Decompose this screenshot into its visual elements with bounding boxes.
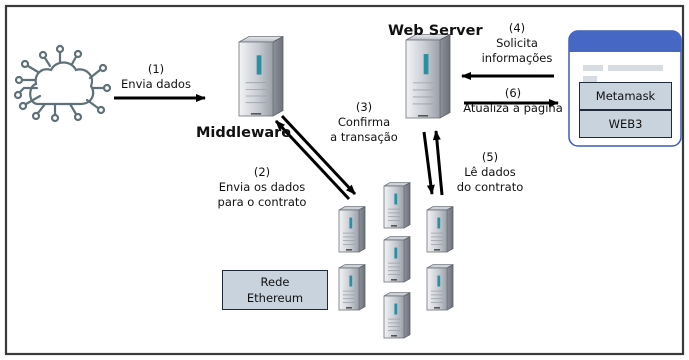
ethereum-node-left-lower	[338, 264, 366, 311]
step-1-text: Envia dados	[121, 77, 191, 91]
step-2-text-line-2: para o contrato	[217, 195, 307, 209]
step-6-text: Atualiza a página	[463, 101, 563, 115]
step-5-text-line-1: Lê dados	[464, 165, 516, 179]
rede-ethereum-box: Rede Ethereum	[222, 270, 328, 310]
ethereum-node-top	[383, 182, 411, 229]
rede-label-line-1: Rede	[260, 275, 290, 289]
metamask-box: Metamask	[579, 82, 672, 110]
ethereum-node-right-lower	[426, 264, 454, 311]
web-server-icon	[405, 33, 451, 119]
step-4-text-line-2: informações	[481, 51, 553, 65]
step-6-number: (6)	[504, 86, 522, 100]
step-4-number: (4)	[508, 21, 526, 35]
metamask-label: Metamask	[595, 89, 656, 103]
step-6-label: (6) Atualiza a página	[461, 86, 565, 116]
step-3-label: (3) Confirma a transação	[324, 100, 404, 145]
middleware-label: Middleware	[196, 125, 292, 141]
web-server-label: Web Server	[388, 23, 483, 39]
middleware-server-icon	[238, 35, 284, 117]
step-3-number: (3)	[355, 100, 373, 114]
web3-label: WEB3	[608, 117, 643, 131]
iot-cloud-icon	[13, 44, 112, 123]
step-5-number: (5)	[481, 150, 499, 164]
arrow-step-5-down	[422, 131, 435, 195]
arrow-step-3	[274, 119, 351, 201]
server-group	[238, 33, 454, 339]
ethereum-node-right-upper	[426, 206, 454, 253]
arrow-step-2	[280, 114, 357, 196]
step-4-text-line-1: Solicita	[496, 36, 538, 50]
step-1-label: (1) Envia dados	[116, 62, 196, 92]
arrows	[114, 72, 559, 201]
rede-label-line-2: Ethereum	[246, 291, 304, 305]
ethereum-node-center	[383, 236, 411, 283]
ethereum-node-bottom	[383, 292, 411, 339]
ethereum-node-left-upper	[338, 206, 366, 253]
step-3-text-line-1: Confirma	[337, 115, 391, 129]
step-5-label: (5) Lê dados do contrato	[448, 150, 532, 195]
step-2-number: (2)	[253, 165, 271, 179]
step-3-text-line-2: a transação	[330, 130, 398, 144]
step-5-text-line-2: do contrato	[456, 180, 524, 194]
web3-box: WEB3	[579, 110, 672, 138]
arrow-step-5-up	[432, 130, 444, 196]
step-2-text-line-1: Envia os dados	[218, 180, 306, 194]
step-2-label: (2) Envia os dados para o contrato	[206, 165, 318, 210]
step-1-number: (1)	[147, 62, 165, 76]
step-4-label: (4) Solicita informações	[474, 21, 560, 66]
